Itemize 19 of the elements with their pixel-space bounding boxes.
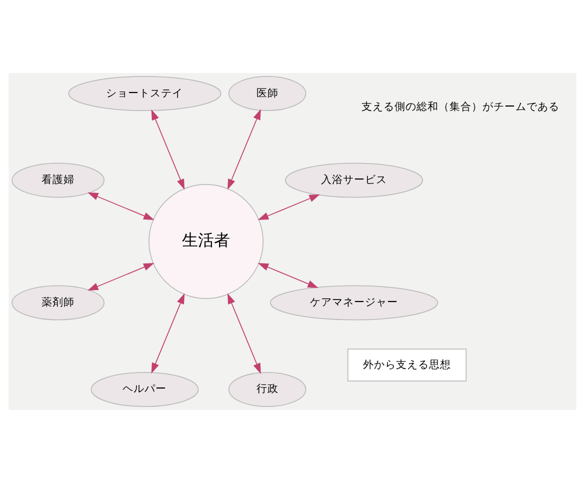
node-ellipse: 行政 [228,371,306,406]
node-circle: 生活者 [148,183,264,299]
node-ellipse: 薬剤師 [12,284,105,320]
arrow [88,192,154,220]
arrow [258,194,320,220]
node-box: 外から支える思想 [347,348,467,382]
arrow [227,292,261,374]
arrow [151,108,185,190]
label: 支える側の総和（集合）がチームである [361,99,560,112]
node-ellipse: ショートステイ [68,76,222,111]
node-ellipse: 医師 [228,76,306,111]
node-ellipse: 看護婦 [12,162,105,198]
arrow [227,108,261,190]
arrow [151,292,185,374]
node-ellipse: 入浴サービス [284,162,424,198]
node-ellipse: ケアマネージャー [270,284,438,320]
arrow [258,262,318,288]
node-ellipse: ヘルパー [90,371,199,406]
arrow [88,262,154,290]
